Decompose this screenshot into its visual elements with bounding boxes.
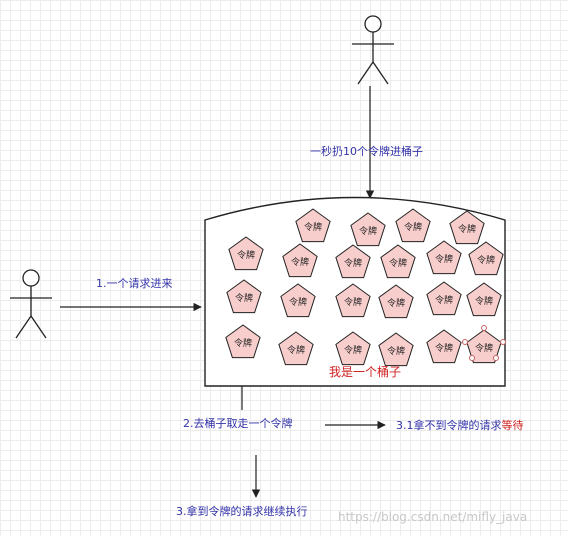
token-icon: 令牌 [468, 241, 504, 276]
token-icon: 令牌 [225, 324, 261, 359]
token-shape [335, 283, 371, 318]
token-label: 令牌 [344, 296, 362, 308]
bucket-label: 我是一个桶子 [329, 365, 402, 379]
token-icon: 令牌 [466, 282, 502, 317]
token-label: 令牌 [237, 249, 255, 261]
token-shape [468, 241, 504, 276]
token-label: 令牌 [387, 297, 405, 309]
request-in-label: 1.一个请求进来 [96, 277, 173, 290]
token-label: 令牌 [389, 257, 407, 269]
token-label: 令牌 [359, 225, 377, 237]
token-icon: 令牌 [449, 210, 485, 245]
token-label: 令牌 [475, 342, 493, 354]
token-label: 令牌 [304, 221, 322, 233]
token-icon: 令牌 [335, 244, 371, 279]
token-shape [426, 329, 462, 364]
token-shape [426, 281, 462, 316]
token-icon: 令牌 [426, 329, 462, 364]
token-icon: 令牌 [395, 208, 431, 243]
token-label: 令牌 [235, 292, 253, 304]
token-label: 令牌 [344, 344, 362, 356]
token-label: 令牌 [435, 342, 453, 354]
token-shape [280, 283, 316, 318]
token-shape [466, 282, 502, 317]
token-shape [380, 244, 416, 279]
token-shape [426, 240, 462, 275]
token-icon: 令牌 [335, 331, 371, 366]
token-shape [335, 331, 371, 366]
token-shape [228, 236, 264, 271]
token-label: 令牌 [435, 294, 453, 306]
token-icon: 令牌 [335, 283, 371, 318]
wait-label: 等待 [501, 419, 524, 432]
token-icon: 令牌 [228, 236, 264, 271]
token-label: 令牌 [234, 337, 252, 349]
token-icon: 令牌 [295, 208, 331, 243]
token-shape [378, 284, 414, 319]
token-shape [282, 243, 318, 278]
token-icon: 令牌 [426, 281, 462, 316]
actor-left-icon [10, 269, 52, 339]
token-shape [226, 279, 262, 314]
token-label: 令牌 [404, 221, 422, 233]
token-icon: 令牌 [280, 283, 316, 318]
token-label: 令牌 [475, 295, 493, 307]
token-label: 令牌 [387, 345, 405, 357]
token-icon: 令牌 [226, 279, 262, 314]
token-shape [395, 208, 431, 243]
no-token-wait-label: 3.1拿不到令牌的请求等待 [396, 419, 524, 433]
token-icon: 令牌 [426, 240, 462, 275]
take-token-label: 2.去桶子取走一个令牌 [183, 417, 293, 430]
actor-top-icon [352, 15, 394, 85]
token-label: 令牌 [477, 254, 495, 266]
token-shape [466, 329, 502, 364]
token-label: 令牌 [291, 256, 309, 268]
token-label: 令牌 [344, 257, 362, 269]
token-icon: 令牌 [466, 329, 502, 364]
token-shape [335, 244, 371, 279]
token-icon: 令牌 [378, 332, 414, 367]
token-label: 令牌 [289, 296, 307, 308]
token-label: 令牌 [458, 223, 476, 235]
token-shape [278, 331, 314, 366]
token-label: 令牌 [435, 253, 453, 265]
watermark: https://blog.csdn.net/mifly_java [338, 510, 528, 524]
selection-handles [462, 325, 506, 361]
token-shape [225, 324, 261, 359]
tokens-per-second-label: 一秒扔10个令牌进桶子 [310, 145, 423, 158]
continue-label: 3.拿到令牌的请求继续执行 [176, 505, 308, 518]
token-shape [449, 210, 485, 245]
token-icon: 令牌 [282, 243, 318, 278]
token-icon: 令牌 [278, 331, 314, 366]
token-icon: 令牌 [350, 212, 386, 247]
token-label: 令牌 [287, 344, 305, 356]
token-icon: 令牌 [380, 244, 416, 279]
token-icon: 令牌 [378, 284, 414, 319]
no-token-label: 3.1拿不到令牌的请求 [396, 419, 502, 432]
token-shape [350, 212, 386, 247]
token-shape [378, 332, 414, 367]
token-shape [295, 208, 331, 243]
tokens-layer: 令牌令牌令牌令牌令牌令牌令牌令牌令牌令牌令牌令牌令牌令牌令牌令牌令牌令牌令牌令牌… [225, 208, 504, 367]
